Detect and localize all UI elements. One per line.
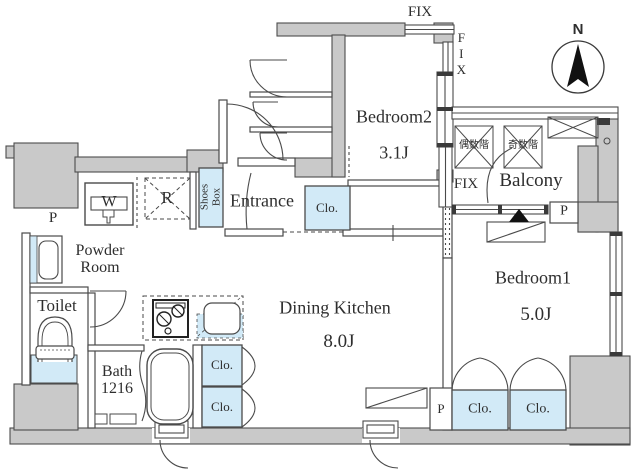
odd-floors-label: 奇数階 [508, 139, 538, 151]
bath-label: Bath 1216 [101, 363, 133, 397]
closets-blue [198, 167, 567, 431]
washer-box [84, 182, 134, 226]
ac-units [365, 221, 546, 409]
south-doors [152, 420, 400, 469]
window-frame-marks [437, 72, 622, 356]
fix-label-right: FIX [453, 30, 469, 78]
pipe-shaft-label-dk: P [437, 401, 445, 417]
bathtub [94, 348, 194, 425]
bedroom1-size: 5.0J [520, 304, 552, 326]
balcony-hatch-boxes [454, 116, 611, 169]
washer-label: W [101, 193, 117, 211]
balcony-label: Balcony [499, 170, 563, 192]
dining-kitchen-size: 8.0J [323, 331, 355, 353]
toilet-fixture [30, 316, 78, 384]
bedroom2-size: 3.1J [379, 142, 409, 163]
doors [89, 59, 567, 428]
pipe-shaft-label-topleft: P [48, 210, 58, 227]
closet-label-br1-a: Clo. [468, 401, 492, 417]
shoes-box-label: Shoes Box [198, 183, 222, 211]
refrigerator-box [144, 177, 191, 220]
compass-n-label: N [572, 21, 584, 39]
fix-label-top: FIX [407, 4, 433, 21]
closet-label-dk-2: Clo. [210, 399, 234, 415]
toilet-label: Toilet [37, 296, 77, 316]
fix-label-balcony: FIX [453, 176, 479, 193]
kitchen-counter [142, 295, 244, 341]
entry-direction-triangle [509, 209, 529, 222]
dining-kitchen-label: Dining Kitchen [279, 297, 391, 318]
interior-walls [21, 91, 579, 431]
refrigerator-label: R [161, 188, 173, 208]
bedroom2-label: Bedroom2 [356, 106, 432, 127]
pipe-shaft-label-balcony: P [560, 203, 568, 219]
closet-label-dk-1: Clo. [210, 357, 234, 373]
compass-icon [551, 40, 605, 94]
stove [152, 299, 189, 338]
closet-label-entrance: Clo. [315, 200, 339, 216]
entrance-label: Entrance [230, 190, 294, 211]
vanity-sink [29, 235, 63, 284]
wall-details [136, 146, 451, 256]
bedroom1-label: Bedroom1 [495, 267, 571, 288]
powder-room-label: Powder Room [75, 242, 125, 276]
even-floors-label: 偶数階 [459, 139, 489, 151]
closet-label-br1-b: Clo. [526, 401, 550, 417]
